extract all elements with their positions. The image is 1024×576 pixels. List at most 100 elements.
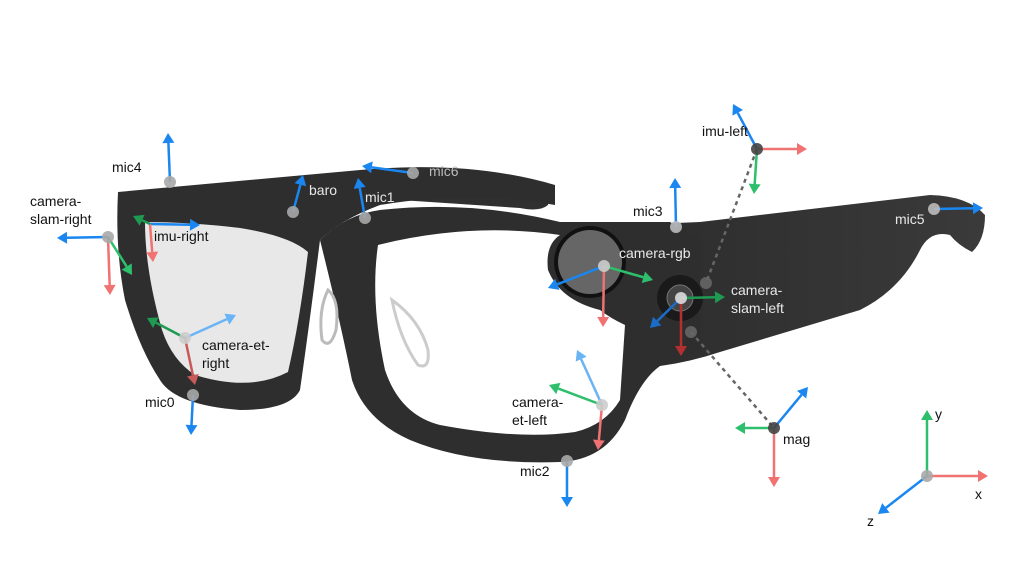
label-mic2: mic2 — [520, 463, 550, 479]
axis-y-arrowhead-icon — [921, 410, 933, 420]
label-axis-z: z — [867, 513, 874, 529]
label-mic4: mic4 — [112, 159, 142, 175]
mic3-arrowhead-icon — [669, 178, 682, 189]
label-camera-et-right-1: camera-et- — [202, 337, 270, 353]
camera-et-left-z-arrowhead-icon — [575, 350, 587, 362]
camera-rgb-glass — [558, 230, 622, 294]
label-mag: mag — [783, 431, 811, 447]
label-camera-et-left-2: et-left — [512, 412, 548, 428]
mic5-arrowhead-icon — [972, 202, 983, 215]
label-mic0: mic0 — [145, 394, 175, 410]
camera-rgb-z-arrowhead-icon — [548, 278, 560, 290]
imu-right-y-arrow — [141, 219, 151, 226]
camera-slam-right-x-arrowhead-icon — [103, 284, 116, 295]
label-camera-slam-left-2: slam-left — [731, 300, 784, 316]
imu-right-z-arrow — [149, 222, 191, 227]
imu-right-z-arrowhead-icon — [189, 218, 200, 231]
mic6-arrowhead-icon — [362, 161, 373, 174]
mic4-arrow — [167, 142, 172, 183]
mic1-arrowhead-icon — [353, 178, 366, 189]
mag-y-arrowhead-icon — [735, 422, 745, 434]
camera-et-left-z-arrow — [580, 358, 604, 406]
camera-rgb-y-arrowhead-icon — [641, 271, 653, 284]
camera-et-left-x-arrowhead-icon — [592, 439, 605, 450]
axis-origin-dot — [921, 470, 933, 482]
label-baro: baro — [309, 182, 338, 198]
label-mic1: mic1 — [365, 189, 395, 205]
mic2-arrowhead-icon — [561, 497, 573, 507]
mic0-dot — [187, 389, 199, 401]
camera-et-left-y-arrowhead-icon — [549, 382, 561, 395]
axis-x-arrowhead-icon — [978, 470, 988, 482]
imu-left-x-arrowhead-icon — [797, 143, 807, 155]
mic4-arrowhead-icon — [162, 133, 175, 144]
imu-right-x-arrowhead-icon — [146, 251, 159, 262]
baro-dot — [287, 206, 299, 218]
mic2-dot — [561, 455, 573, 467]
camera-slam-left-mag-dot — [685, 326, 697, 338]
camera-et-right-y-arrowhead-icon — [147, 317, 159, 328]
nose-pad-right — [319, 287, 339, 345]
mic6-arrow — [371, 166, 414, 175]
camera-slam-left-imu-dot — [700, 277, 712, 289]
camera-slam-right-z-arrow — [66, 235, 109, 240]
label-imu-right: imu-right — [154, 228, 209, 244]
label-imu-left: imu-left — [702, 123, 748, 139]
imu-right-x-arrow — [148, 223, 154, 253]
camera-slam-right-y-arrowhead-icon — [121, 263, 132, 275]
imu-right-y-arrowhead-icon — [133, 214, 145, 226]
label-camera-et-left-1: camera- — [512, 394, 564, 410]
label-camera-slam-right-1: camera- — [30, 193, 82, 209]
right-frame — [117, 167, 556, 410]
mag-dot — [768, 422, 780, 434]
mic4-dot — [164, 176, 176, 188]
mic5-dot — [928, 203, 940, 215]
camera-slam-right-x-arrow — [106, 236, 111, 286]
camera-rgb-dot — [598, 260, 610, 272]
camera-rgb-z-arrow — [556, 264, 605, 286]
label-camera-slam-right-2: slam-right — [30, 211, 92, 227]
camera-slam-right-z-arrowhead-icon — [57, 231, 68, 244]
camera-rgb-x-arrow — [601, 265, 606, 318]
axis-z-arrow — [885, 475, 928, 509]
camera-et-right-x-arrowhead-icon — [187, 373, 199, 385]
camera-slam-right-dot — [102, 231, 114, 243]
imu-left-dot — [751, 143, 763, 155]
mag-z-arrow — [773, 393, 803, 429]
camera-et-right-dot — [179, 332, 191, 344]
nose-pad-left — [389, 296, 430, 368]
camera-rgb-y-arrow — [603, 264, 644, 279]
imu-left-y-arrowhead-icon — [748, 183, 761, 194]
mic6-dot — [407, 167, 419, 179]
baro-arrowhead-icon — [294, 175, 307, 187]
camera-et-right-x-arrow — [183, 337, 195, 376]
camera-rgb-x-arrowhead-icon — [597, 316, 610, 327]
label-camera-et-right-2: right — [202, 355, 230, 371]
camera-slam-left-y-arrowhead-icon — [714, 291, 725, 304]
camera-slam-left-x-arrowhead-icon — [675, 346, 687, 356]
mic3-dot — [670, 221, 682, 233]
mag-link — [690, 331, 775, 429]
camera-et-left-dot — [596, 399, 608, 411]
mag-z-arrowhead-icon — [796, 387, 808, 399]
mic5-arrow — [933, 206, 974, 211]
camera-et-right-z-arrowhead-icon — [224, 313, 236, 325]
camera-et-left-y-arrow — [557, 387, 603, 407]
camera-slam-left-z-arrowhead-icon — [650, 316, 662, 328]
label-mic5: mic5 — [895, 211, 925, 227]
label-mic3: mic3 — [633, 203, 663, 219]
imu-left-z-arrowhead-icon — [732, 104, 743, 116]
mic0-arrowhead-icon — [185, 424, 198, 435]
label-mic6: mic6 — [429, 163, 459, 179]
mic1-dot — [359, 212, 371, 224]
mag-x-arrowhead-icon — [768, 477, 780, 487]
axis-z-arrowhead-icon — [878, 503, 890, 514]
label-axis-x: x — [975, 486, 982, 502]
right-lens — [140, 220, 315, 387]
camera-et-right-z-arrow — [184, 317, 228, 340]
camera-slam-left-dot — [675, 292, 687, 304]
label-camera-slam-left-1: camera- — [731, 282, 783, 298]
label-axis-y: y — [935, 406, 942, 422]
